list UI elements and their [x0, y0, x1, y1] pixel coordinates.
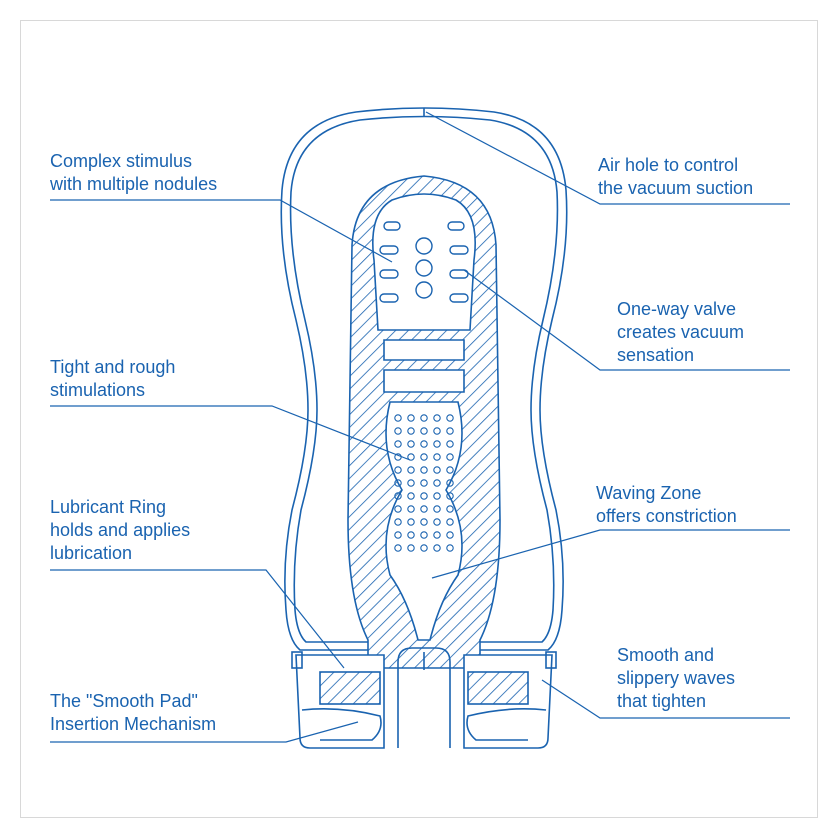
nodule-dots — [394, 414, 454, 552]
nodule — [394, 427, 402, 435]
nodule — [446, 440, 454, 448]
nodule — [407, 492, 415, 500]
nodule — [407, 466, 415, 474]
leader-complex-stimulus — [50, 199, 393, 263]
nodule — [420, 466, 428, 474]
label-smooth-waves: Smooth and slippery waves that tighten — [617, 645, 736, 711]
nodule — [433, 544, 441, 552]
nodule — [446, 531, 454, 539]
inner-sleeve — [347, 175, 501, 669]
nodule — [420, 427, 428, 435]
leader-waving-zone — [431, 529, 790, 579]
nodule — [433, 466, 441, 474]
nodule — [420, 414, 428, 422]
inner-shell — [289, 115, 559, 643]
nodule — [420, 492, 428, 500]
nodule — [446, 479, 454, 487]
nodule — [433, 518, 441, 526]
leader-smooth-waves — [541, 679, 790, 719]
nodule — [394, 544, 402, 552]
nodule — [407, 544, 415, 552]
leader-smooth-pad — [50, 721, 359, 743]
nodule — [407, 414, 415, 422]
nodule — [394, 505, 402, 513]
nodule — [420, 505, 428, 513]
nodule — [446, 492, 454, 500]
label-smooth-pad: The "Smooth Pad" Insertion Mechanism — [50, 691, 217, 734]
nodule — [407, 440, 415, 448]
nodule — [433, 479, 441, 487]
smooth-pad-left — [301, 708, 382, 741]
nodule — [394, 479, 402, 487]
nodule — [394, 414, 402, 422]
lubricant-ring-left — [319, 671, 381, 705]
nodule — [433, 531, 441, 539]
nodule — [433, 453, 441, 461]
leader-air-hole — [425, 111, 790, 205]
nodule — [407, 453, 415, 461]
nodule — [394, 492, 402, 500]
diagram-frame — [20, 20, 818, 818]
label-waving-zone: Waving Zone offers constriction — [596, 483, 737, 526]
label-complex-stimulus: Complex stimulus with multiple nodules — [50, 151, 218, 194]
nodule — [433, 414, 441, 422]
nodule — [446, 544, 454, 552]
nodule — [446, 505, 454, 513]
nodule — [407, 531, 415, 539]
outer-shell — [280, 107, 568, 651]
nodule — [394, 440, 402, 448]
nodule — [433, 427, 441, 435]
nodule — [407, 479, 415, 487]
nodule — [394, 518, 402, 526]
nodule — [420, 440, 428, 448]
nodule — [420, 544, 428, 552]
lubricant-ring-right — [467, 671, 529, 705]
nodule — [433, 440, 441, 448]
leader-one-way-valve — [463, 269, 790, 371]
label-air-hole: Air hole to control the vacuum suction — [598, 155, 754, 198]
nodule — [407, 427, 415, 435]
nodule — [394, 466, 402, 474]
nodule — [433, 492, 441, 500]
nodule — [446, 427, 454, 435]
nodule — [420, 531, 428, 539]
label-tight-rough: Tight and rough stimulations — [50, 357, 176, 400]
nodule — [394, 531, 402, 539]
nodule — [420, 479, 428, 487]
nodule — [407, 505, 415, 513]
label-lubricant-ring: Lubricant Ring holds and applies lubrica… — [50, 497, 191, 563]
label-one-way-valve: One-way valve creates vacuum sensation — [617, 299, 745, 365]
nodule — [446, 466, 454, 474]
nodule — [446, 414, 454, 422]
smooth-pad-right — [466, 708, 547, 741]
nodule — [407, 518, 415, 526]
nodule — [420, 518, 428, 526]
insertion-opening — [397, 647, 451, 748]
nodule — [433, 505, 441, 513]
leader-lubricant-ring — [50, 569, 345, 669]
leader-tight-rough — [50, 405, 411, 461]
nodule — [446, 518, 454, 526]
nodule — [420, 453, 428, 461]
nodule — [446, 453, 454, 461]
